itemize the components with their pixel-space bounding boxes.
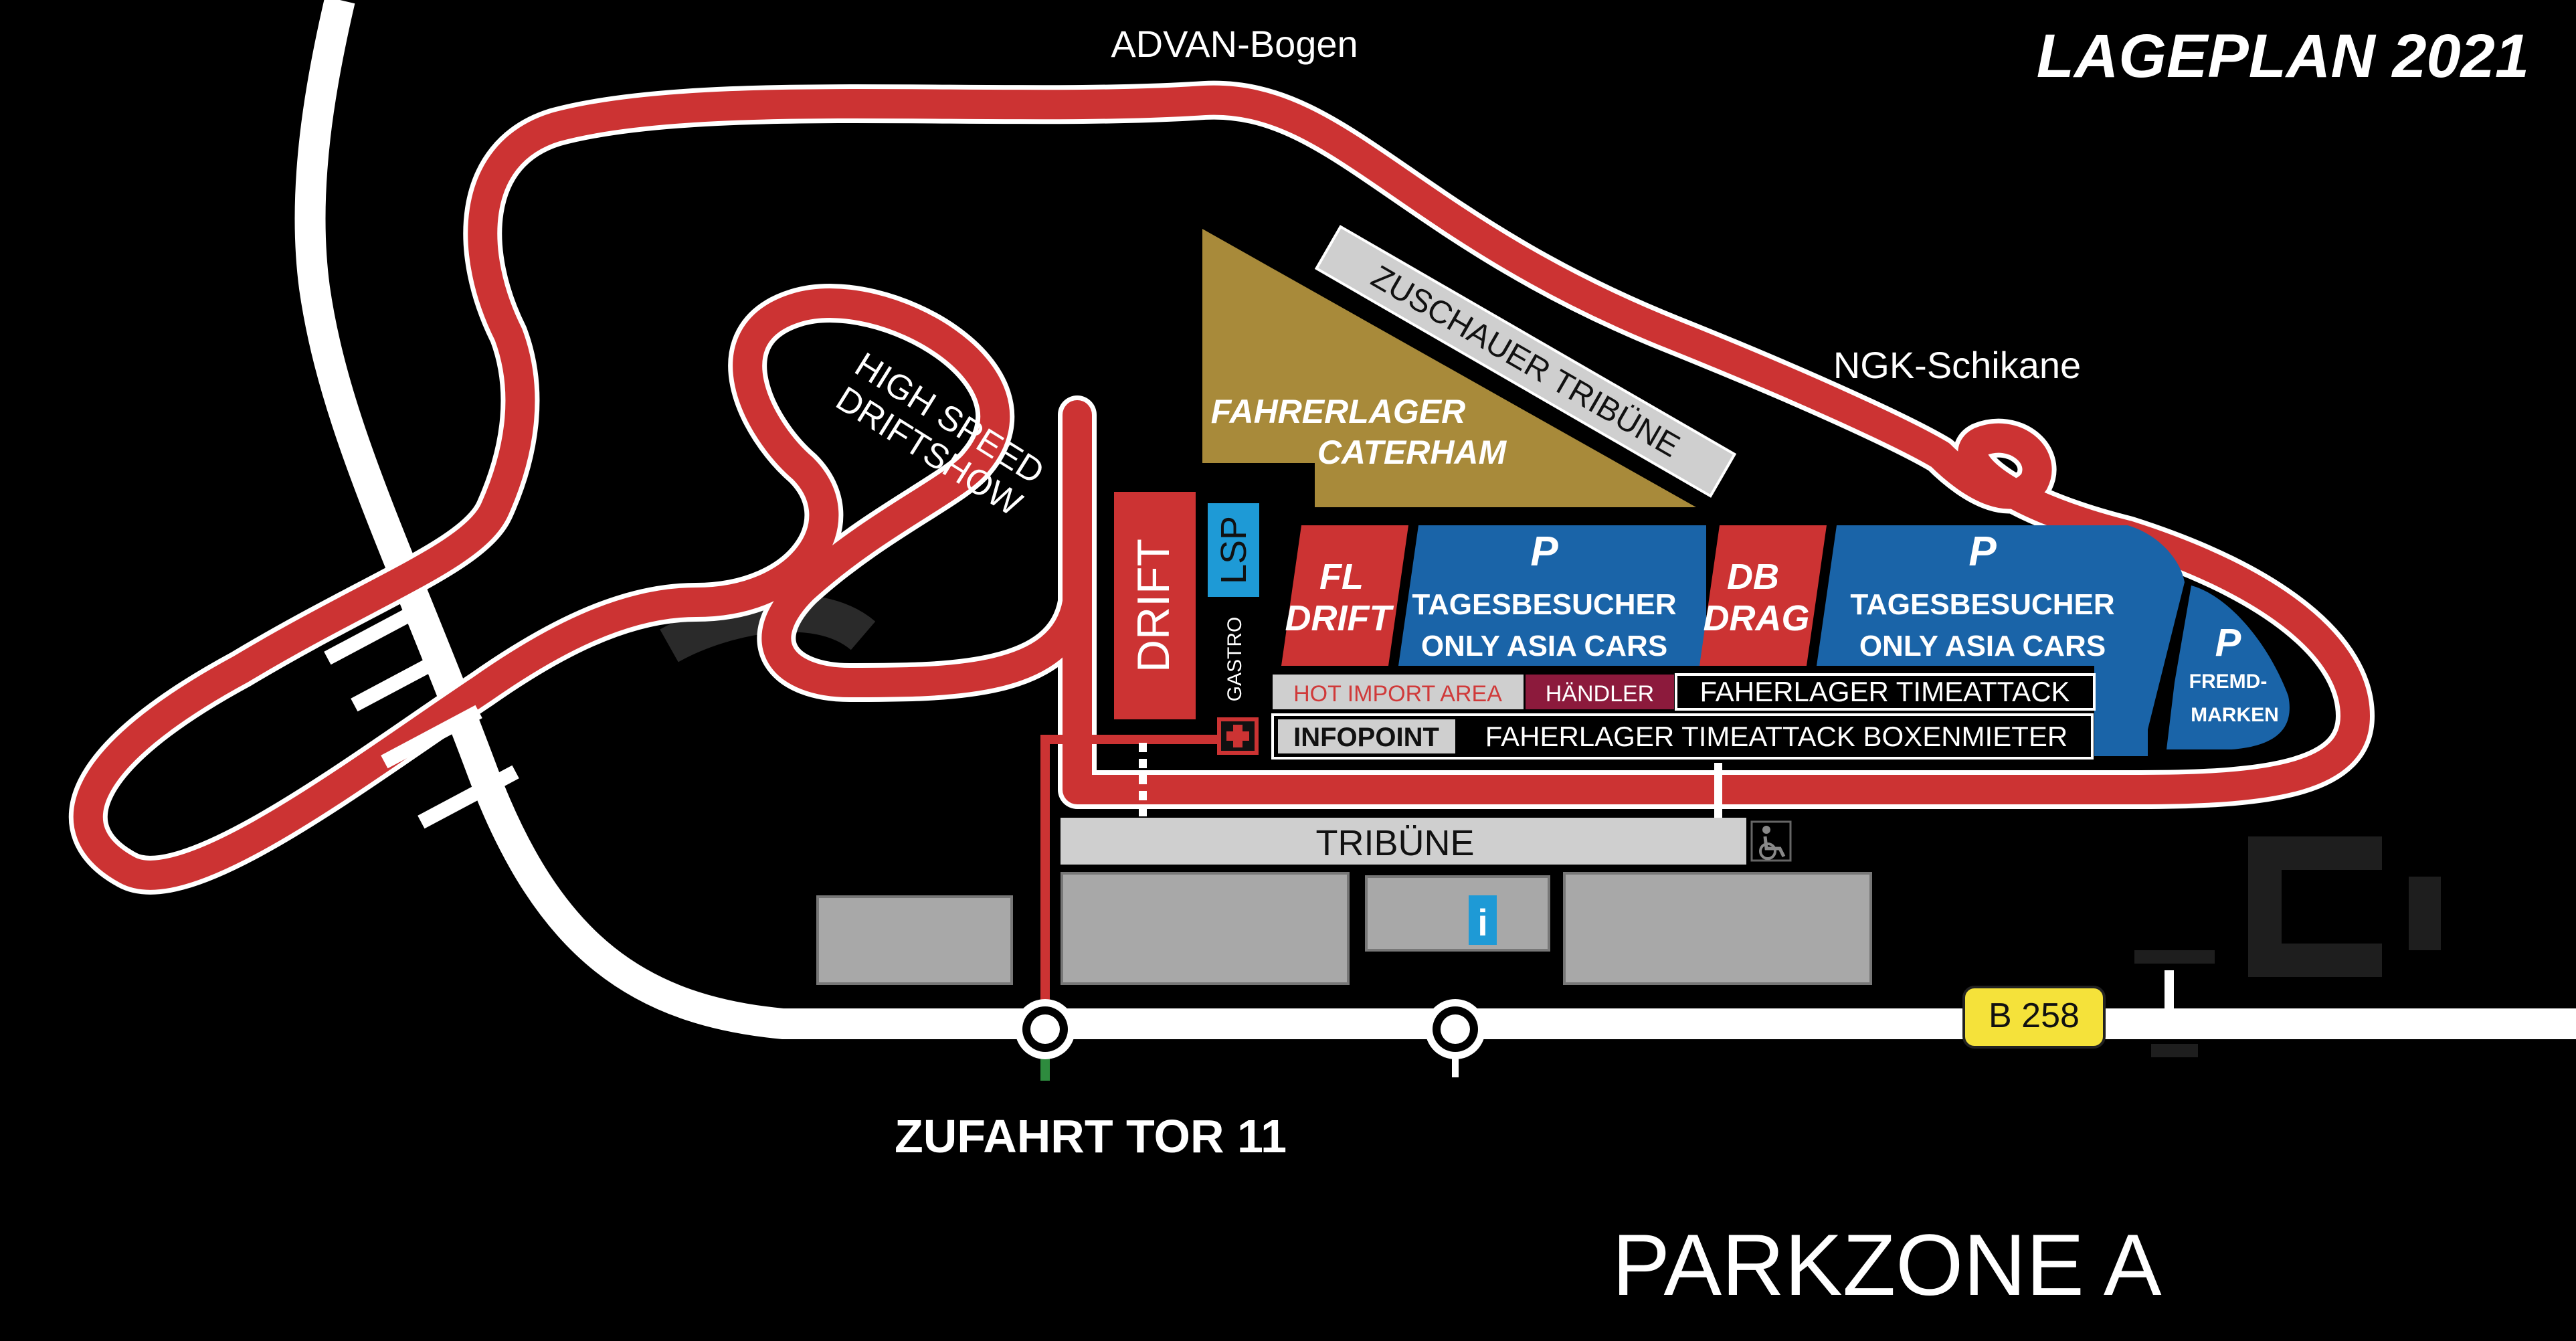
fl-drift-label-1: FL — [1319, 557, 1364, 597]
parking-p-1: P — [1530, 529, 1558, 575]
db-drag-label-2: DRAG — [1704, 598, 1810, 638]
bridges — [324, 601, 519, 829]
hot-import-area — [1273, 675, 1524, 709]
tagesbesucher-label-2: TAGESBESUCHER — [1850, 588, 2114, 621]
fl-drift-label-2: DRIFT — [1285, 598, 1394, 638]
info-icon: i — [1469, 895, 1497, 945]
b258-sign — [1962, 986, 2106, 1049]
timeattack-label: FAHERLAGER TIMEATTACK — [1699, 676, 2069, 707]
roundabout-icon — [1015, 999, 1075, 1059]
only-asia-label-1: ONLY ASIA CARS — [1421, 630, 1667, 662]
timeattack-boxen-label: FAHERLAGER TIMEATTACK BOXENMIETER — [1485, 721, 2067, 752]
db-drag-label-1: DB — [1727, 557, 1779, 597]
tribuene — [1061, 818, 1746, 865]
advan-bogen-label: ADVAN-Bogen — [1111, 23, 1358, 65]
ngk-schikane-label: NGK-Schikane — [1833, 344, 2081, 386]
building-2 — [1061, 872, 1350, 985]
haendler-area — [1526, 675, 1674, 709]
parking-tagesbesucher-2 — [1817, 525, 2185, 756]
infopoint-label: INFOPOINT — [1293, 723, 1439, 752]
parking-p-3: P — [2215, 621, 2241, 664]
db-drag-area — [1699, 525, 1827, 666]
parkzone-label: PARKZONE A — [1612, 1216, 2161, 1314]
dark-building — [2248, 836, 2382, 977]
b258-label: B 258 — [1989, 996, 2080, 1035]
drift-area — [1114, 492, 1196, 719]
public-road — [294, 0, 2576, 1039]
fahrerlager-caterham — [1202, 229, 1696, 507]
building-4 — [1563, 872, 1872, 985]
parking-fremdmarken — [2167, 586, 2290, 749]
caterham-label-2: CATERHAM — [1317, 434, 1507, 471]
building-3 — [1365, 875, 1550, 952]
haendler-label: HÄNDLER — [1546, 681, 1654, 707]
gastro-label: GASTRO — [1224, 617, 1246, 702]
wheelchair-icon — [1750, 820, 1792, 862]
map-title: LAGEPLAN 2021 — [2037, 22, 2529, 90]
parking-p-2: P — [1968, 529, 1997, 575]
lsp-label: LSP — [1214, 516, 1254, 584]
caterham-label-1: FAHRERLAGER — [1211, 393, 1466, 430]
access-path — [1040, 735, 1241, 1017]
first-aid-icon — [1217, 717, 1259, 755]
dark-post-2 — [2151, 1044, 2198, 1057]
info-icon-letter: i — [1477, 901, 1488, 944]
fremd-label-1: FREMD- — [2189, 670, 2268, 693]
lsp-area — [1208, 503, 1259, 597]
only-asia-label-2: ONLY ASIA CARS — [1859, 630, 2106, 662]
timeattack-area — [1675, 673, 2096, 711]
fl-drift-area — [1281, 525, 1408, 666]
hot-import-label: HOT IMPORT AREA — [1293, 681, 1502, 707]
dark-post — [2134, 950, 2215, 964]
dark-block — [2409, 877, 2441, 950]
building-1 — [816, 895, 1013, 985]
fremd-label-2: MARKEN — [2191, 704, 2279, 726]
zufahrt-label: ZUFAHRT TOR 11 — [895, 1110, 1287, 1162]
tagesbesucher-label-1: TAGESBESUCHER — [1412, 588, 1676, 621]
tribuene-label: TRIBÜNE — [1315, 823, 1474, 863]
roundabout-icon — [1425, 999, 1485, 1059]
infopoint-area — [1278, 719, 1455, 753]
race-track-surface — [73, 85, 2370, 890]
parking-tagesbesucher-1 — [1398, 525, 1706, 666]
drift-label: DRIFT — [1128, 539, 1179, 673]
